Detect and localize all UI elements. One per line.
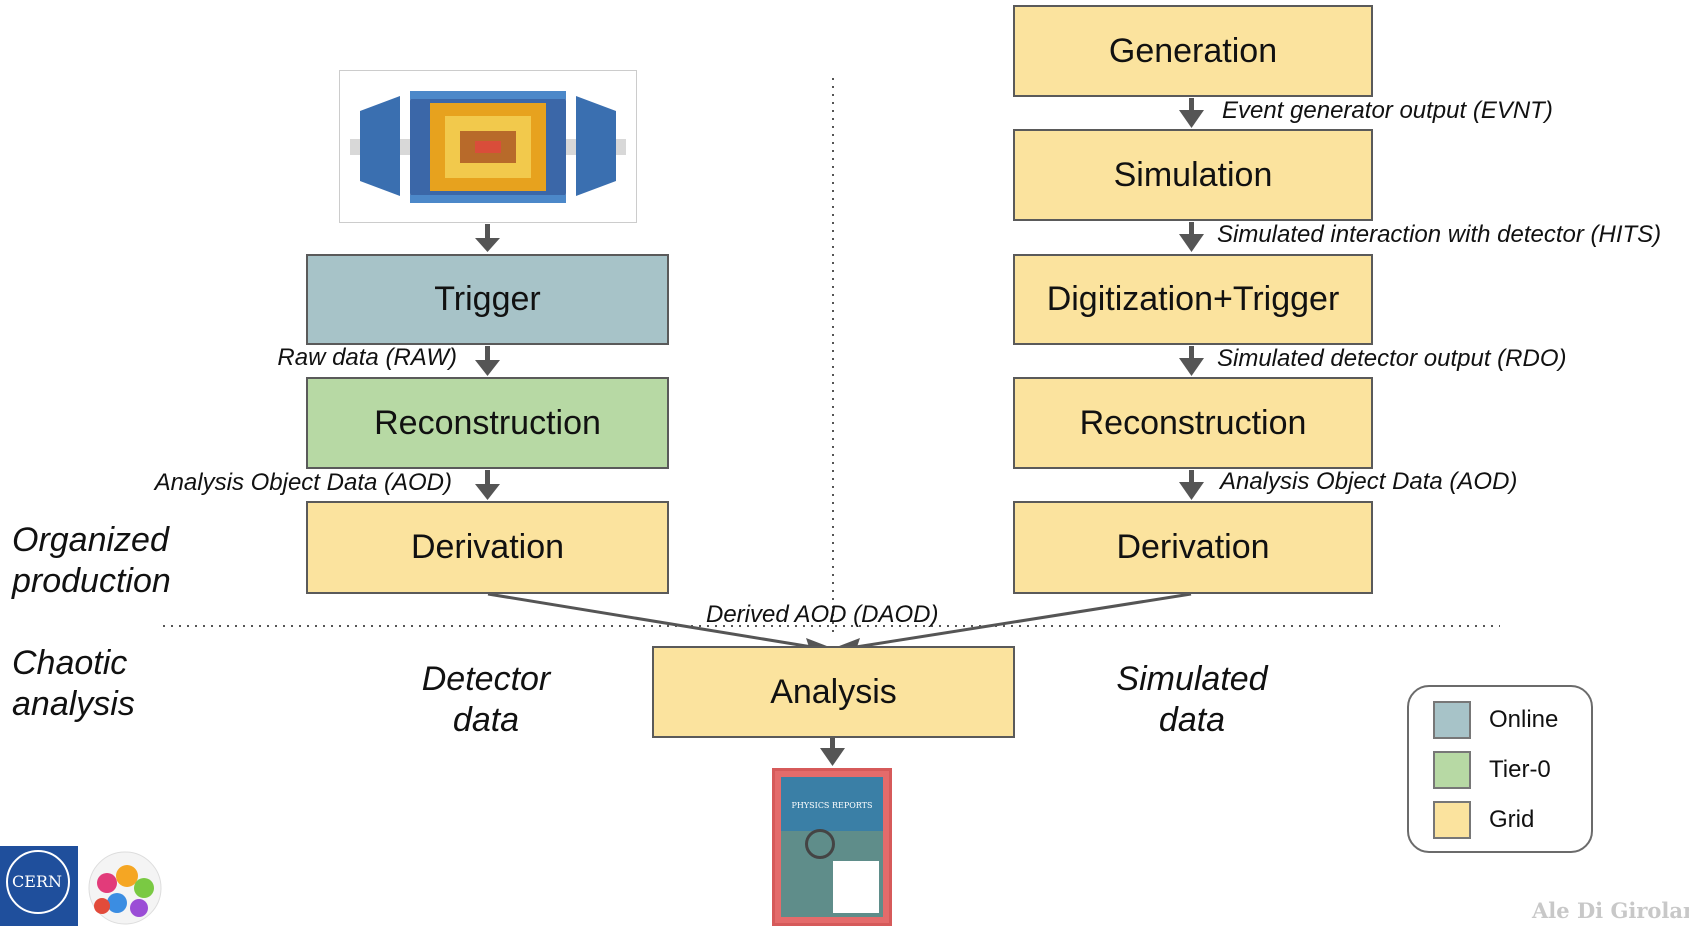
right-aod-label: Analysis Object Data (AOD): [1220, 468, 1518, 495]
digitization-box: Digitization+Trigger: [1013, 254, 1373, 345]
daod-label: Derived AOD (DAOD): [706, 601, 939, 628]
hands-logo: [82, 848, 168, 926]
rdo-label: Simulated detector output (RDO): [1217, 345, 1567, 372]
legend-item-tier0: Tier-0: [1433, 751, 1551, 789]
right-reconstruction-box: Reconstruction: [1013, 377, 1373, 469]
simulation-box: Simulation: [1013, 129, 1373, 221]
analysis-box: Analysis: [652, 646, 1015, 738]
cern-logo-text: CERN: [12, 872, 62, 891]
right-derivation-box: Derivation: [1013, 501, 1373, 594]
legend-swatch: [1433, 801, 1471, 839]
legend: Online Tier-0 Grid: [1407, 685, 1593, 853]
legend-item-grid: Grid: [1433, 801, 1534, 839]
generation-box: Generation: [1013, 5, 1373, 97]
legend-label: Grid: [1489, 806, 1535, 833]
raw-data-label: Raw data (RAW): [277, 344, 457, 371]
journal-cover-title: PHYSICS REPORTS: [791, 801, 873, 810]
trigger-box: Trigger: [306, 254, 669, 345]
left-aod-label: Analysis Object Data (AOD): [154, 469, 452, 496]
legend-swatch: [1433, 751, 1471, 789]
cern-logo: CERN: [0, 846, 78, 926]
legend-label: Tier-0: [1489, 756, 1551, 783]
left-reconstruction-box: Reconstruction: [306, 377, 669, 469]
atlas-detector-image: [339, 70, 637, 223]
journal-cover-image: PHYSICS REPORTS: [772, 768, 892, 926]
author-watermark: Ale Di Girolamo: [1532, 898, 1689, 923]
evnt-label: Event generator output (EVNT): [1222, 97, 1553, 124]
legend-label: Online: [1489, 706, 1559, 733]
hits-label: Simulated interaction with detector (HIT…: [1217, 221, 1662, 248]
legend-item-online: Online: [1433, 701, 1558, 739]
left-derivation-box: Derivation: [306, 501, 669, 594]
legend-swatch: [1433, 701, 1471, 739]
